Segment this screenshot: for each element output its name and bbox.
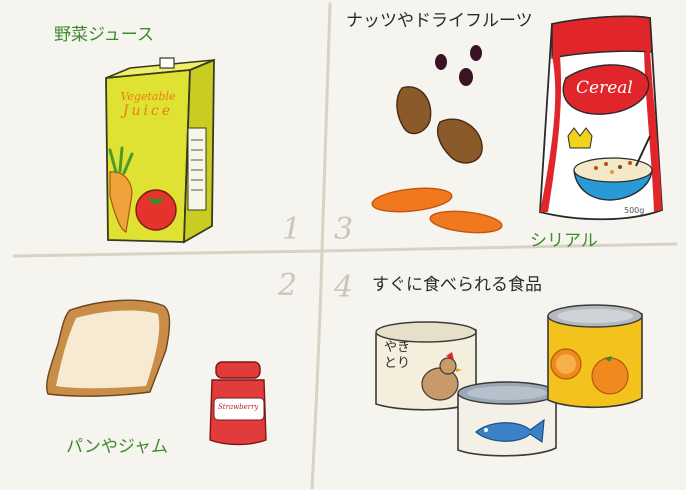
label-cereal: シリアル xyxy=(530,231,598,251)
number-2: 2 xyxy=(278,268,298,303)
label-ready-to-eat-food: すぐに食べられる食品 xyxy=(372,275,542,295)
cereal-weight: 500g xyxy=(624,206,645,215)
jam-label: Strawberry xyxy=(218,403,259,411)
juice-brand-line1: Vegetable xyxy=(120,90,176,103)
yakitori-can-label-line1: やき xyxy=(384,340,411,355)
juice-brand-line2: Juice xyxy=(122,103,174,119)
juice-box-brand: Vegetable Juice xyxy=(112,90,184,119)
number-3: 3 xyxy=(334,212,354,247)
number-4: 4 xyxy=(334,270,354,305)
number-1: 1 xyxy=(282,212,302,247)
yakitori-can-label: やき とり xyxy=(384,340,410,372)
label-nuts-and-dried-fruit: ナッツやドライフルーツ xyxy=(346,11,533,31)
label-bread-and-jam: パンやジャム xyxy=(66,437,168,457)
label-vegetable-juice: 野菜ジュース xyxy=(54,25,154,45)
yakitori-can-label-line2: とり xyxy=(384,356,411,371)
cereal-brand: Cereal xyxy=(576,78,633,98)
